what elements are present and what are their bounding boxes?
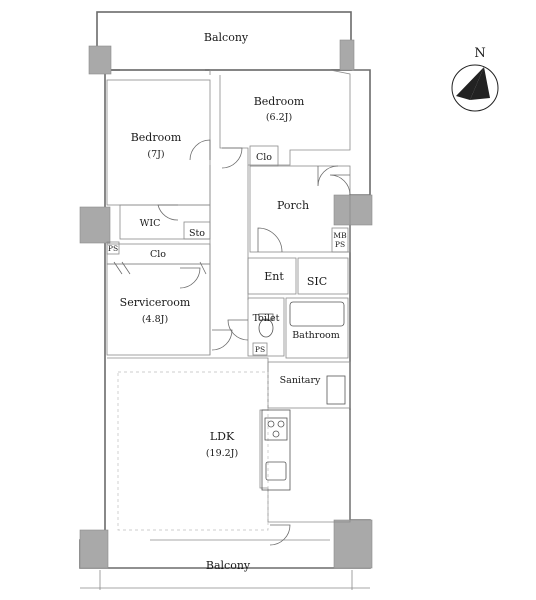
sic-box <box>297 257 349 295</box>
mb-label: MB <box>333 231 347 240</box>
sic-label: SIC <box>307 275 327 288</box>
kitchen-sink <box>265 461 287 481</box>
wic-label: WIC <box>140 218 161 229</box>
ps-toilet-label: PS <box>255 345 265 354</box>
pillar-mid-left <box>79 206 111 244</box>
ldk-label: LDK <box>210 430 235 443</box>
room-labels: Balcony Bedroom (7J) Bedroom (6.2J) Clo … <box>108 31 347 572</box>
balcony-top-label: Balcony <box>204 31 249 44</box>
sto-label: Sto <box>189 228 205 239</box>
ps-toilet-box <box>252 342 268 356</box>
burner-1 <box>267 420 275 428</box>
clo-2-label: Clo <box>150 249 166 260</box>
toilet-fixture <box>258 313 274 338</box>
serviceroom-box <box>106 263 211 356</box>
porch-inner-door <box>317 165 339 187</box>
bedroom-1-size: (7J) <box>147 149 164 160</box>
entrance-door <box>329 174 351 196</box>
unit-outline <box>79 69 371 569</box>
balcony-bottom-label: Balcony <box>206 559 251 572</box>
ldk-dashed-area <box>117 371 269 531</box>
clo-door-left-2 <box>121 261 131 275</box>
pillar-bottom-left <box>79 529 109 569</box>
toilet-label: Toilet <box>253 313 280 324</box>
compass-needle-dark <box>470 67 490 100</box>
bathtub <box>289 301 345 327</box>
porch-label: Porch <box>277 199 309 212</box>
washbasin <box>326 375 346 405</box>
ps-label-mb: PS <box>335 240 345 249</box>
doors <box>113 139 351 546</box>
ldk-balcony-door <box>269 524 291 546</box>
pillar-bottom-right <box>333 519 373 569</box>
sto-box <box>183 221 211 240</box>
burner-3 <box>272 430 280 438</box>
clo-door-left-1 <box>113 261 123 275</box>
north-compass: N <box>451 46 499 112</box>
ldk-outline <box>107 357 351 523</box>
ent-box <box>247 257 297 295</box>
bathroom-label: Bathroom <box>292 330 340 341</box>
pillar-top-left <box>88 45 112 75</box>
burner-2 <box>277 420 285 428</box>
toilet-box <box>247 297 285 357</box>
wic-door <box>157 204 179 221</box>
ldk-corridor-door <box>211 329 233 351</box>
compass-circle <box>451 64 499 112</box>
serviceroom-size: (4.8J) <box>142 314 168 325</box>
pillar-top-right <box>339 39 355 71</box>
ent-label: Ent <box>264 270 284 283</box>
pillar-mid-right <box>333 194 373 226</box>
bedroom-2-door <box>221 147 243 169</box>
serviceroom-door <box>179 267 201 289</box>
sanitary-label: Sanitary <box>280 375 321 386</box>
stove <box>264 417 288 441</box>
ent-door <box>257 227 283 253</box>
bedroom-2-size: (6.2J) <box>266 112 292 123</box>
bedroom-1-door <box>189 139 211 161</box>
mb-ps-box <box>331 227 349 253</box>
porch-box <box>249 165 351 253</box>
pillars <box>79 39 373 569</box>
clo-door-right <box>199 261 207 275</box>
north-label: N <box>474 46 485 61</box>
bedroom-2-label: Bedroom <box>254 95 305 108</box>
ldk-size: (19.2J) <box>206 448 238 459</box>
bedroom-1-label: Bedroom <box>131 131 182 144</box>
toilet-door <box>227 319 249 341</box>
serviceroom-label: Serviceroom <box>120 296 191 309</box>
clo-1-label: Clo <box>256 152 272 163</box>
bathroom-box <box>285 297 349 359</box>
compass-needle-light <box>456 67 484 100</box>
kitchen-counter <box>261 409 291 491</box>
ps-left-label: PS <box>108 244 118 253</box>
